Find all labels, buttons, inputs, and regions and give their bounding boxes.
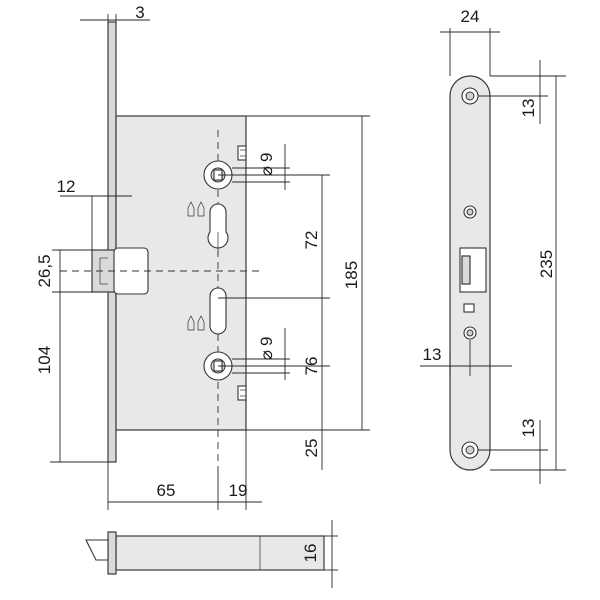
faceplate-bottom-screw	[461, 441, 479, 459]
dim-12: 12	[57, 177, 76, 196]
faceplate-mid-screw	[463, 205, 477, 219]
svg-text:9: 9	[257, 153, 276, 162]
dim-3: 3	[135, 3, 144, 22]
svg-text:⌀: ⌀	[257, 350, 276, 360]
bottom-view-faceplate	[107, 531, 117, 575]
dim-13-mid: 13	[423, 345, 442, 364]
top-bracket-mark	[237, 145, 247, 161]
dim-235: 235	[537, 250, 556, 278]
faceplate-side-strip	[107, 21, 117, 463]
dim-diameter-9-top: ⌀ 9	[257, 153, 276, 177]
dim-13-top: 13	[519, 99, 538, 118]
lock-body-front-view	[60, 21, 262, 470]
dim-24: 24	[461, 7, 480, 26]
faceplate-small-slot	[463, 303, 475, 313]
bottom-bracket-mark	[237, 385, 247, 401]
dim-13-bottom: 13	[519, 419, 538, 438]
front-view-dimension-lines	[50, 14, 370, 510]
faceplate-lower-mid-screw	[463, 326, 477, 340]
dim-19: 19	[229, 481, 248, 500]
dim-104: 104	[35, 346, 54, 374]
dim-26-5: 26,5	[35, 254, 54, 287]
lower-clip-mark	[187, 315, 205, 331]
dim-185: 185	[342, 261, 361, 289]
svg-text:9: 9	[257, 337, 276, 346]
faceplate-top-screw	[461, 87, 479, 105]
svg-text:⌀: ⌀	[257, 166, 276, 176]
dim-72: 72	[302, 231, 321, 250]
faceplate-side-view	[449, 75, 491, 471]
faceplate-dimension-lines	[420, 28, 566, 484]
latch-housing	[113, 247, 149, 295]
dim-76: 76	[302, 357, 321, 376]
lock-bottom-view	[85, 520, 338, 588]
bottom-view-case	[115, 535, 325, 571]
dim-25: 25	[302, 439, 321, 458]
dim-diameter-9-bottom: ⌀ 9	[257, 337, 276, 361]
dim-65: 65	[157, 481, 176, 500]
lower-cylinder-cutout	[209, 287, 227, 335]
dim-16: 16	[301, 544, 320, 563]
upper-clip-mark	[187, 201, 205, 217]
upper-cylinder-cutout	[207, 203, 229, 256]
bottom-view-latch	[85, 539, 109, 561]
